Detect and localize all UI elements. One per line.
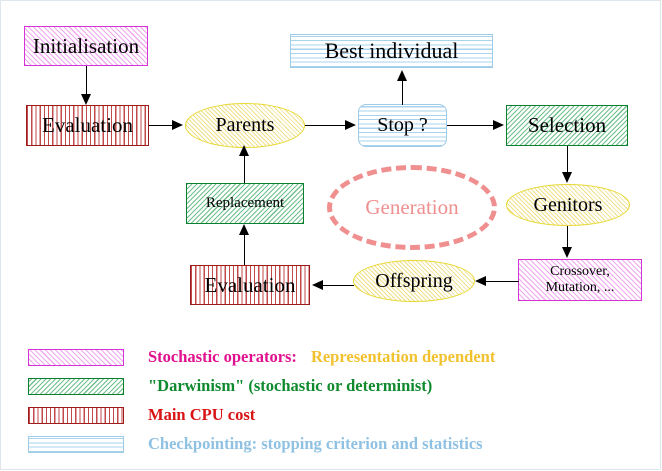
edge-evaluation-to-replacement-head xyxy=(238,224,249,235)
node-parents[interactable]: Parents xyxy=(185,103,305,148)
node-initialisation[interactable]: Initialisation xyxy=(24,26,148,66)
legend-swatch-green-diagonal-hatch xyxy=(28,377,124,395)
edge-parents-to-stop-head xyxy=(345,119,356,130)
edge-parents-to-stop-line xyxy=(305,125,347,127)
node-stop[interactable]: Stop ? xyxy=(358,104,447,147)
legend-label-checkpointing: Checkpointing: stopping criterion and st… xyxy=(148,434,483,453)
legend-swatch-magenta-diagonal-hatch xyxy=(28,348,124,366)
edge-evaluation-to-parents-head xyxy=(172,119,183,130)
edge-initialisation-to-evaluation-head xyxy=(80,94,91,105)
edge-genitors-to-crossover-head xyxy=(561,247,572,258)
legend-row-checkpointing: Checkpointing: stopping criterion and st… xyxy=(28,431,483,457)
edge-replacement-to-parents-head xyxy=(238,145,249,156)
node-evaluation-bottom[interactable]: Evaluation xyxy=(190,265,310,305)
legend-label-representation-dependent: Representation dependent xyxy=(310,347,496,366)
node-offspring[interactable]: Offspring xyxy=(353,260,475,302)
legend-swatch-red-vertical-hatch xyxy=(28,406,124,424)
legend-row-stochastic: Stochastic operators: Representation dep… xyxy=(28,344,495,370)
legend-row-cpu-cost: Main CPU cost xyxy=(28,402,255,428)
edge-initialisation-to-evaluation-line xyxy=(86,66,88,96)
node-generation: Generation xyxy=(327,165,497,250)
edge-stop-to-best-individual-head xyxy=(396,70,407,81)
edge-replacement-to-parents-line xyxy=(244,155,246,183)
node-crossover-mutation[interactable]: Crossover, Mutation, ... xyxy=(518,259,642,301)
edge-selection-to-genitors-line xyxy=(567,146,569,174)
edge-stop-to-selection-head xyxy=(493,119,504,130)
legend-row-darwinism: "Darwinism" (stochastic or determinist) xyxy=(28,373,432,399)
edge-genitors-to-crossover-line xyxy=(567,226,569,249)
edge-offspring-to-evaluation-head xyxy=(312,279,323,290)
edge-crossover-to-offspring-line xyxy=(483,281,519,283)
legend: Stochastic operators: Representation dep… xyxy=(0,340,662,465)
edge-evaluation-to-replacement-line xyxy=(244,234,246,265)
edge-offspring-to-evaluation-line xyxy=(322,285,354,287)
edge-stop-to-selection-line xyxy=(447,125,495,127)
edge-selection-to-genitors-head xyxy=(561,172,572,183)
node-best-individual[interactable]: Best individual xyxy=(290,34,493,68)
node-selection[interactable]: Selection xyxy=(506,105,628,146)
node-replacement[interactable]: Replacement xyxy=(186,183,304,224)
edge-evaluation-to-parents-line xyxy=(149,125,174,127)
node-genitors[interactable]: Genitors xyxy=(506,184,630,226)
legend-label-darwinism: "Darwinism" (stochastic or determinist) xyxy=(148,376,433,395)
node-evaluation-top[interactable]: Evaluation xyxy=(26,105,149,146)
legend-swatch-blue-horizontal-hatch xyxy=(28,435,124,453)
edge-stop-to-best-individual-line xyxy=(402,80,404,105)
legend-label-main-cpu-cost: Main CPU cost xyxy=(148,405,256,424)
edge-crossover-to-offspring-head xyxy=(475,275,486,286)
legend-label-stochastic-operators: Stochastic operators: xyxy=(148,347,297,366)
